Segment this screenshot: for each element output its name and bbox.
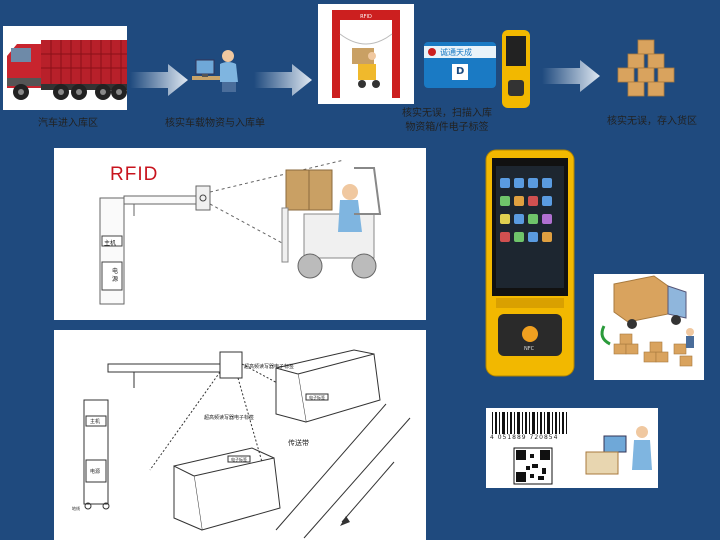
ground-label: 地线 (72, 506, 80, 511)
handheld-terminal-image: NFC (484, 148, 576, 378)
rfid-gate-image: RFID (318, 4, 414, 104)
warehouse-host-label: 主机 (90, 419, 101, 425)
arrow-right-icon (130, 64, 188, 96)
tag-front-label: 电子标签 (231, 457, 247, 462)
nfc-label: NFC (524, 346, 535, 352)
tag-top-label: 超高频读写器电子标签 (244, 364, 295, 370)
tag-box-label: 电子标签 (309, 395, 325, 400)
rfid-barrier-diagram: RFID 主机 电源 (54, 148, 426, 320)
step1-caption: 汽车进入库区 (38, 118, 98, 129)
rfid-title: RFID (110, 164, 159, 185)
operator-computer-image (190, 46, 246, 94)
handheld-reader-small-image (500, 30, 532, 108)
warehouse-conveyor-diagram: 超高频读写器电子标签 电子标签 超高频读写器电子标签 主机 传送带 电子标签 电… (54, 330, 426, 540)
barcode-qr-image: 4 051889 720854 (486, 408, 658, 488)
truck-image (3, 26, 127, 110)
conveyor-label: 传送带 (288, 439, 309, 447)
step2-caption: 核实车载物资与入库单 (165, 118, 265, 129)
card-title: 诚通天成 (440, 48, 472, 57)
rfid-power-label: 电源 (112, 268, 119, 283)
arrow-right-icon (542, 60, 600, 92)
step3-caption-line1: 核实无误，扫描入库 (402, 108, 492, 119)
step4-caption: 核实无误，存入货区 (607, 116, 697, 127)
arrow-right-icon (254, 64, 312, 96)
step3-caption-line2: 物资箱/件电子标签 (405, 122, 489, 133)
stacked-boxes-image (616, 38, 678, 100)
warehouse-power-label: 电源 (90, 469, 101, 475)
delivery-iso-image (594, 274, 704, 380)
barcode-digits: 4 051889 720854 (490, 434, 559, 441)
reader-mid-label: 超高频读写器电子标签 (204, 415, 255, 421)
rfid-card-image: 诚通天成 D (424, 42, 496, 88)
card-letter: D (456, 66, 465, 77)
rfid-host-label: 主机 (104, 240, 117, 247)
gate-sign: RFID (360, 14, 372, 20)
